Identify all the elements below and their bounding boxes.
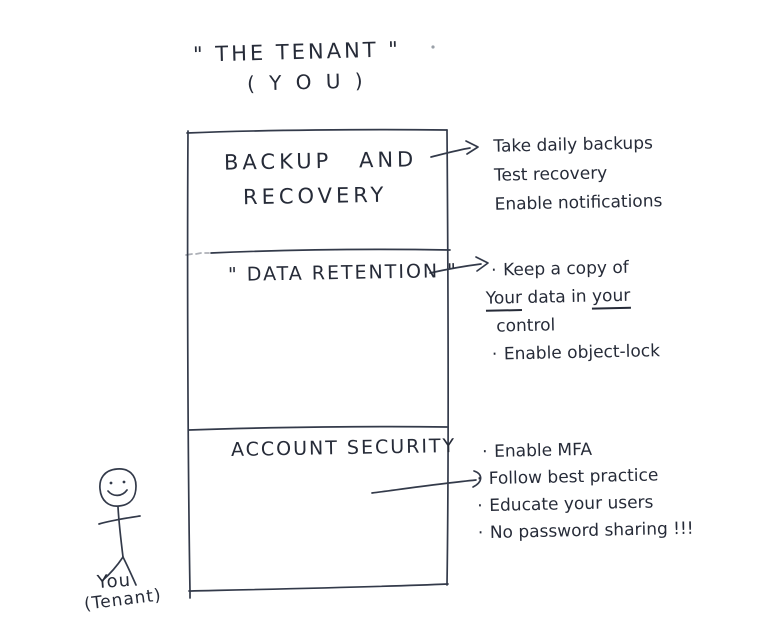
security-note-4: ·No password sharing !!! xyxy=(476,516,694,548)
security-arrow xyxy=(371,470,482,494)
section-label-data-retention: " DATA RETENTION " xyxy=(227,259,459,287)
underlined-your-1: Your xyxy=(485,288,523,312)
retention-note-line3: control xyxy=(496,315,556,337)
tenant-box-outline xyxy=(186,128,450,599)
stick-figure-smile xyxy=(107,489,128,497)
stick-figure-arms xyxy=(98,515,141,525)
backup-arrow xyxy=(430,140,479,158)
retention-note-line2: Your data in your xyxy=(483,281,659,313)
diagram-subtitle: ( Y O U ) xyxy=(246,68,367,96)
section-divider-top xyxy=(185,248,451,256)
ink-speck xyxy=(431,45,435,49)
security-notes: ·Enable MFA ·Follow best practice ·Educa… xyxy=(474,435,694,548)
retention-notes: ·Keep a copy of Your data in your contro… xyxy=(483,253,660,369)
stick-figure-body xyxy=(117,506,124,558)
bullet-dot: · xyxy=(476,469,483,490)
bullet-dot: · xyxy=(477,523,484,544)
underlined-your-2: your xyxy=(591,285,631,310)
stick-figure xyxy=(98,468,141,586)
backup-note-1: Take daily backups xyxy=(493,133,654,157)
stick-figure-leg-left xyxy=(101,556,124,582)
section-label-backup-line1: BACKUP AND xyxy=(223,147,418,175)
section-label-account-security: ACCOUNT SECURITY xyxy=(230,435,457,461)
bullet-dot: · xyxy=(491,344,498,365)
stick-figure-eye-left xyxy=(109,481,113,485)
retention-note-line1: ·Keep a copy of xyxy=(483,253,659,285)
bullet-dot: · xyxy=(481,442,488,463)
box-bottom-edge xyxy=(188,583,449,592)
backup-note-2: Test recovery xyxy=(493,163,608,186)
stick-figure-leg-right xyxy=(122,556,137,586)
box-left-edge xyxy=(186,130,191,599)
divider-dashes xyxy=(185,252,210,256)
retention-note-line4: ·Enable object-lock xyxy=(485,337,661,369)
backup-notes: Take daily backups Test recovery Enable … xyxy=(493,129,663,219)
box-right-edge xyxy=(446,129,450,586)
bullet-dot: · xyxy=(490,260,497,281)
box-top-edge xyxy=(186,128,448,134)
divider-line xyxy=(210,248,451,254)
section-label-backup-line2: RECOVERY xyxy=(242,182,388,210)
section-divider-bottom xyxy=(188,425,448,431)
stick-figure-eye-right xyxy=(122,480,126,484)
backup-note-3: Enable notifications xyxy=(494,191,663,215)
bullet-dot: · xyxy=(477,496,483,517)
stick-figure-head xyxy=(99,468,137,507)
retention-arrow xyxy=(429,256,489,274)
